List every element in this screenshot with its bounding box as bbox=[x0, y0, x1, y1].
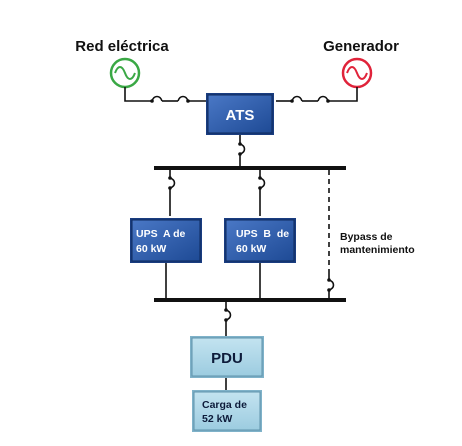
ats-box: ATS bbox=[206, 93, 274, 135]
bypass-line bbox=[327, 170, 335, 300]
pdu-box: PDU bbox=[190, 336, 264, 378]
grid-label: Red eléctrica bbox=[75, 38, 169, 55]
grid-source-icon bbox=[109, 57, 141, 89]
ups-b-box: UPS B de 60 kW bbox=[224, 218, 296, 263]
ups-output-wiring bbox=[165, 263, 261, 300]
source-wiring bbox=[124, 87, 358, 102]
ups-a-input-breaker bbox=[168, 170, 176, 216]
breaker-generator-icon bbox=[290, 99, 330, 103]
ats-label: ATS bbox=[226, 107, 255, 124]
breaker-grid-icon bbox=[150, 99, 190, 103]
pdu-label: PDU bbox=[211, 350, 243, 367]
pdu-input-breaker bbox=[224, 302, 232, 338]
ats-output-breaker bbox=[238, 135, 246, 168]
ups-a-line1: UPS A de bbox=[136, 228, 186, 240]
ups-a-box: UPS A de 60 kW bbox=[130, 218, 202, 263]
input-bus-bar bbox=[154, 166, 346, 170]
ups-b-line1: UPS B de bbox=[236, 228, 289, 240]
load-line1: Carga de bbox=[202, 399, 247, 411]
generator-label: Generador bbox=[323, 38, 399, 55]
ups-b-line2: 60 kW bbox=[236, 243, 266, 255]
ups-b-input-breaker bbox=[258, 170, 266, 216]
load-box: Carga de 52 kW bbox=[192, 390, 262, 432]
ups-a-line2: 60 kW bbox=[136, 243, 166, 255]
generator-source-icon bbox=[341, 57, 373, 89]
bypass-label-line1: Bypass de bbox=[340, 231, 393, 243]
output-bus-bar bbox=[154, 298, 346, 302]
load-line2: 52 kW bbox=[202, 413, 232, 425]
bypass-label-line2: mantenimiento bbox=[340, 244, 415, 256]
